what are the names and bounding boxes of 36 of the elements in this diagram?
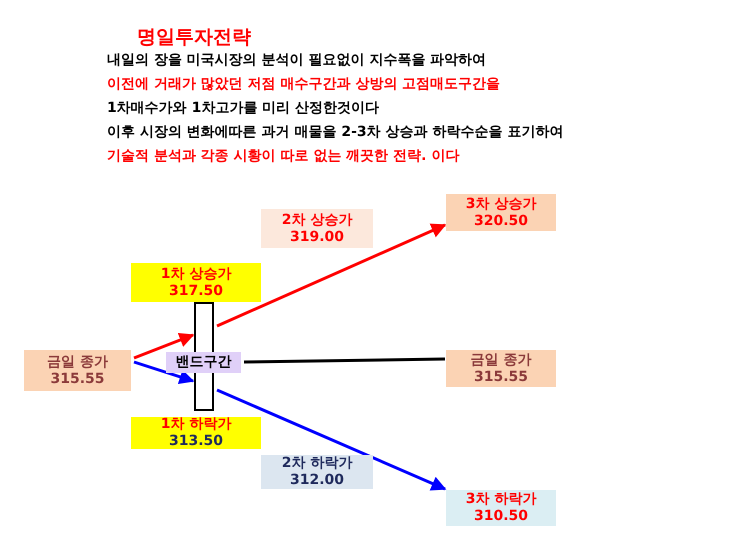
- title: 명일투자전략: [137, 25, 251, 50]
- band-label: 밴드구간: [166, 352, 241, 373]
- price-label: 3차 하락가: [466, 491, 536, 508]
- price-value: 319.00: [290, 228, 344, 246]
- price-label: 2차 하락가: [282, 455, 352, 472]
- price-value: 310.50: [474, 508, 528, 525]
- connector-line: [244, 358, 446, 364]
- price-value: 313.50: [168, 433, 224, 450]
- text-line: 이전에 거래가 많았던 저점 매수구간과 상방의 고점매도구간을: [107, 75, 500, 93]
- price-box: [446, 350, 556, 387]
- price-box: [24, 350, 131, 391]
- price-label: 2차 상승가: [282, 212, 352, 228]
- arrow: [133, 332, 194, 360]
- price-value: 315.55: [50, 370, 105, 388]
- text-line: 이후 시장의 변화에따른 과거 매물을 2-3차 상승과 하락수순을 표기하여: [107, 123, 564, 141]
- price-label: 1차 하락가: [160, 416, 232, 433]
- price-value: 312.00: [290, 472, 344, 489]
- price-value: 315.55: [474, 368, 528, 386]
- arrow: [216, 224, 446, 328]
- text-line: 내일의 장을 미국시장의 분석이 필요없이 지수폭을 파악하여: [107, 51, 486, 69]
- price-label: 금일 종가: [47, 354, 108, 370]
- text-line: 기술적 분석과 각종 시황이 따로 없는 깨끗한 전략. 이다: [107, 147, 460, 165]
- price-value: 320.50: [474, 212, 528, 230]
- price-box: [131, 263, 261, 302]
- price-box: [446, 490, 556, 526]
- price-label: 금일 종가: [470, 352, 532, 368]
- arrow: [216, 388, 446, 490]
- price-box: [446, 194, 556, 231]
- price-value: 317.50: [168, 282, 224, 300]
- price-label: 1차 상승가: [160, 266, 232, 282]
- text-line: 1차매수가와 1차고가를 미리 산정한것이다: [107, 99, 380, 117]
- price-box: [261, 455, 373, 489]
- price-box: [131, 417, 261, 449]
- price-label: 3차 상승가: [466, 196, 536, 212]
- price-box: [261, 209, 373, 248]
- arrow: [134, 360, 194, 384]
